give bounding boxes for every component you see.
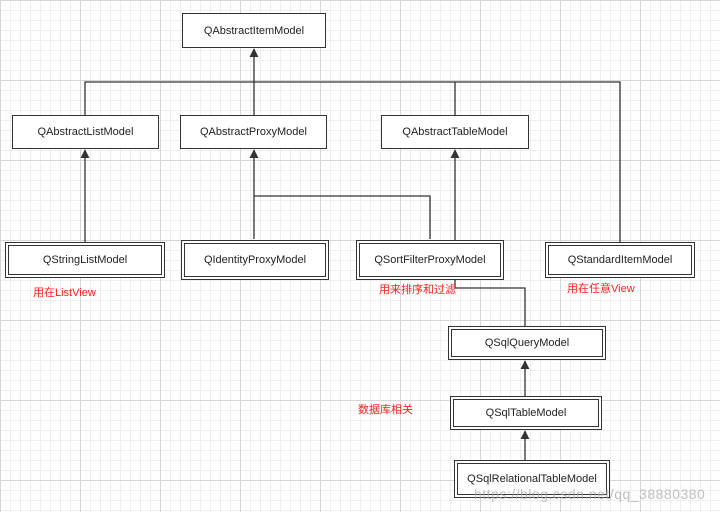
class-qabstractitemmodel[interactable]: QAbstractItemModel (182, 13, 326, 48)
class-qabstracttablemodel[interactable]: QAbstractTableModel (381, 115, 529, 149)
connector-table-to-item (254, 81, 456, 115)
connector-sortfilter-to-proxy (254, 195, 431, 239)
class-label: QStringListModel (42, 254, 128, 266)
class-label: QAbstractProxyModel (200, 126, 307, 138)
class-label: QStandardItemModel (567, 254, 673, 266)
class-label: QAbstractItemModel (203, 24, 305, 37)
class-qsqlrelationaltablemodel[interactable]: QSqlRelationalTableModel (454, 460, 610, 498)
class-label: QIdentityProxyModel (203, 254, 307, 266)
class-qsqlquerymodel[interactable]: QSqlQueryModel (448, 326, 606, 360)
class-qidentityproxymodel[interactable]: QIdentityProxyModel (181, 240, 329, 280)
class-label: QAbstractTableModel (402, 126, 508, 138)
connector-list-to-item (84, 81, 254, 115)
annotation-listview: 用在ListView (33, 287, 96, 299)
class-label: QSqlTableModel (485, 407, 567, 419)
class-qsortfilterproxymodel[interactable]: QSortFilterProxyModel (356, 240, 504, 280)
class-qsqltablemodel[interactable]: QSqlTableModel (450, 396, 602, 430)
annotation-database: 数据库相关 (358, 404, 413, 416)
connector-standard-to-item (455, 81, 621, 243)
class-qstringlistmodel[interactable]: QStringListModel (5, 242, 165, 278)
class-label: QSqlRelationalTableModel (467, 473, 597, 485)
class-label: QSqlQueryModel (484, 337, 570, 349)
class-label: QSortFilterProxyModel (374, 254, 486, 266)
watermark: https://blog.csdn.net/qq_38880380 (474, 486, 706, 502)
annotation-sort-filter: 用来排序和过滤 (379, 284, 456, 296)
class-qabstractlistmodel[interactable]: QAbstractListModel (12, 115, 159, 149)
class-qabstractproxymodel[interactable]: QAbstractProxyModel (180, 115, 327, 149)
annotation-any-view: 用在任意View (567, 283, 635, 295)
connector-query-to-table (450, 149, 526, 327)
class-qstandarditemmodel[interactable]: QStandardItemModel (545, 242, 695, 278)
class-label: QAbstractListModel (37, 126, 134, 138)
